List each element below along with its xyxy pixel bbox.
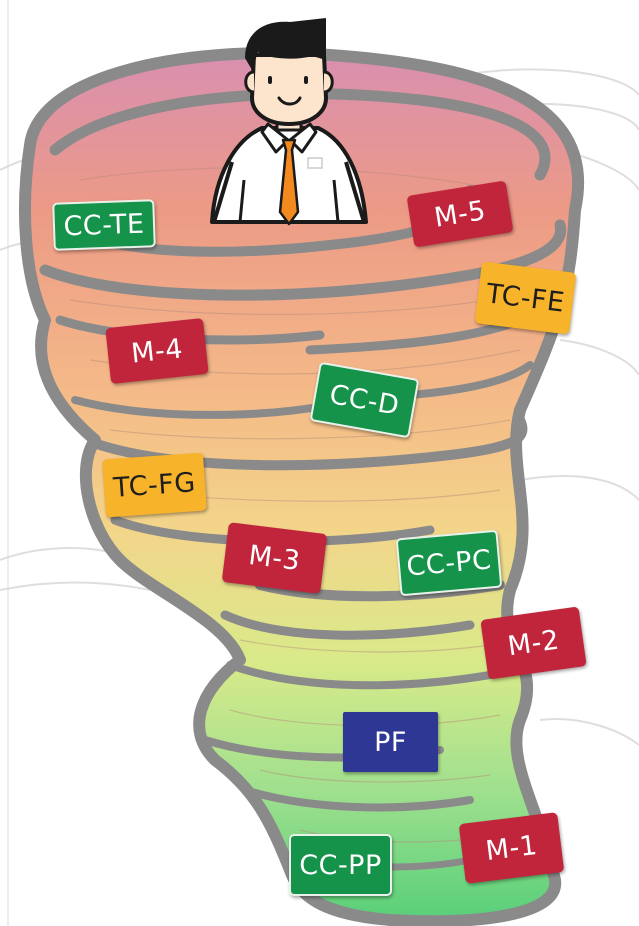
pf-tag: PF (343, 712, 438, 772)
m1-tag: M-1 (459, 812, 565, 884)
cc-pp-tag: CC-PP (289, 834, 392, 896)
m3-tag: M-3 (222, 522, 328, 594)
cc-te-tag: CC-TE (52, 199, 156, 251)
cc-pc-tag: CC-PC (396, 530, 503, 597)
m4-tag: M-4 (105, 318, 208, 384)
tc-fg-tag: TC-FG (102, 453, 207, 518)
tc-fe-tag: TC-FE (475, 261, 577, 334)
